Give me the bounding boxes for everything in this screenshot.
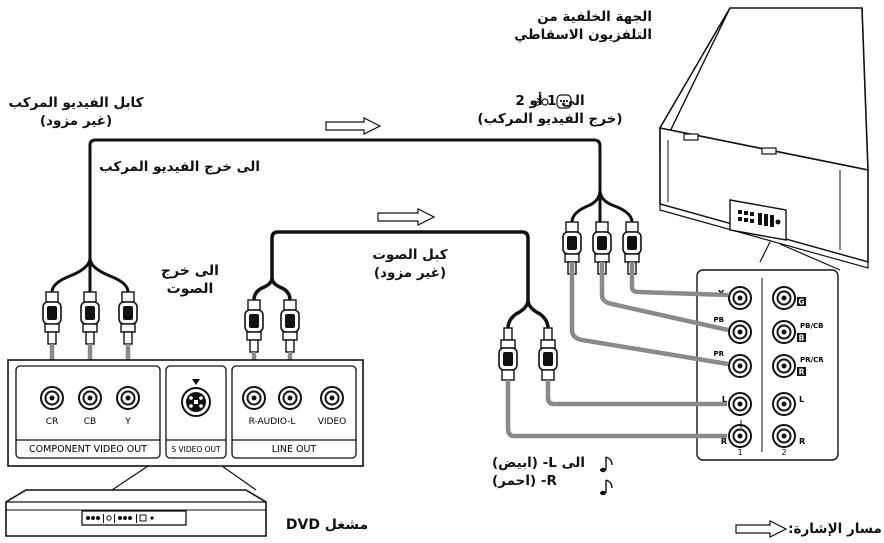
to-lr-label: الى L- (ابيض) R- (احمر) bbox=[492, 455, 585, 489]
projection-tv bbox=[658, 7, 869, 271]
audio-plug-tv-r bbox=[498, 327, 518, 381]
dvd-cb-label: CB bbox=[84, 417, 96, 427]
signal-arrow-video bbox=[325, 117, 382, 135]
tv-in2-pr-jack[interactable] bbox=[772, 354, 796, 378]
tv-in1-l-label: L bbox=[722, 395, 727, 404]
svideo-arrow-icon bbox=[192, 379, 200, 385]
dvd-video-jack[interactable] bbox=[320, 386, 344, 410]
svg-text:B: B bbox=[799, 334, 805, 343]
svideo-jack[interactable] bbox=[181, 379, 211, 417]
tv-in1-pb-jack[interactable] bbox=[728, 320, 752, 344]
tv-in2-pb-label: PB/CB bbox=[800, 322, 824, 330]
to-tv-input-label: الى 1 أو 2 (خرج الفيديو المركب) bbox=[477, 93, 623, 127]
tv-title: الجهة الخلفية من التلفزيون الاسقاطي bbox=[514, 9, 652, 43]
audio-cable-label: كبل الصوت (غير مزود) bbox=[372, 247, 448, 281]
dvd-cb-jack[interactable] bbox=[78, 386, 102, 410]
tv-in2-pb-jack[interactable] bbox=[772, 320, 796, 344]
tv-in1-r-label: R bbox=[721, 437, 727, 446]
composite-input-icon bbox=[531, 94, 572, 109]
video-plug-dvd-2 bbox=[80, 291, 100, 345]
tv-in1-r-jack[interactable] bbox=[728, 424, 752, 448]
audio-cable bbox=[252, 230, 550, 329]
tv-in1-label: 1 bbox=[737, 448, 742, 457]
signal-arrow-legend bbox=[735, 520, 788, 538]
audio-plug-dvd-l bbox=[280, 299, 300, 353]
gray-wires bbox=[49, 262, 729, 439]
dvd-video-label: VIDEO bbox=[318, 417, 347, 427]
signal-path-label: مسار الإشارة: bbox=[788, 521, 882, 537]
tv-in2-r-jack[interactable] bbox=[772, 424, 796, 448]
dvd-audio-r-jack[interactable] bbox=[242, 386, 266, 410]
tv-in1-pr-jack[interactable] bbox=[728, 354, 752, 378]
to-video-out-label: الى خرج الفيديو المركب bbox=[99, 159, 260, 175]
tv-in2-pr-badge: R bbox=[797, 367, 806, 377]
tv-in2-l-jack[interactable] bbox=[772, 392, 796, 416]
component-video-out-label: COMPONENT VIDEO OUT bbox=[29, 444, 147, 455]
dvd-rear-panel: CR CB Y R-AUDIO-L VIDEO COMPONENT VIDEO … bbox=[7, 359, 364, 467]
tv-in2-y-badge: G bbox=[797, 297, 806, 307]
dvd-cr-jack[interactable] bbox=[40, 386, 64, 410]
dvd-audio-label: R-AUDIO-L bbox=[249, 417, 296, 427]
tv-in2-l-label: L bbox=[799, 395, 804, 404]
svideo-out-label: S VIDEO OUT bbox=[171, 445, 221, 454]
svg-text:R: R bbox=[799, 368, 805, 377]
composite-video-cable bbox=[50, 138, 634, 293]
tv-in1-l-jack[interactable] bbox=[728, 392, 752, 416]
tv-in2-r-label: R bbox=[799, 437, 805, 446]
dvd-y-label: Y bbox=[124, 417, 131, 427]
svg-text:G: G bbox=[798, 298, 804, 307]
line-out-label: LINE OUT bbox=[272, 444, 317, 455]
dvd-cr-label: CR bbox=[46, 417, 59, 427]
tv-in2-label: 2 bbox=[781, 448, 786, 457]
dvd-player bbox=[5, 465, 267, 537]
dvd-audio-l-jack[interactable] bbox=[278, 386, 302, 410]
video-plug-dvd-3 bbox=[118, 291, 138, 345]
audio-plug-tv-l bbox=[538, 327, 558, 381]
tv-in1-pr-label: PR bbox=[713, 350, 724, 358]
tv-in2-y-jack[interactable] bbox=[772, 286, 796, 310]
audio-plug-dvd-r bbox=[244, 299, 264, 353]
signal-arrow-audio bbox=[377, 208, 436, 226]
tv-in2-pb-badge: B bbox=[797, 333, 806, 343]
video-cable-label: كابل الفيديو المركب (غير مزود) bbox=[8, 95, 144, 129]
dvd-y-jack[interactable] bbox=[116, 386, 140, 410]
tv-in1-pb-label: PB bbox=[714, 316, 724, 324]
audio-note-icon-l bbox=[600, 456, 613, 473]
tv-in2-pr-label: PR/CR bbox=[800, 356, 824, 364]
audio-note-icon-r bbox=[600, 479, 613, 496]
video-plug-dvd-1 bbox=[42, 291, 62, 345]
tv-in1-y-jack[interactable] bbox=[728, 286, 752, 310]
dvd-player-label: مشغل DVD bbox=[285, 517, 369, 533]
to-audio-out-label: الى خرج الصوت bbox=[161, 263, 219, 297]
tv-input-panel: Y PB PR L R 1 G PB/CB B PR/CR R L R 2 bbox=[696, 269, 839, 461]
